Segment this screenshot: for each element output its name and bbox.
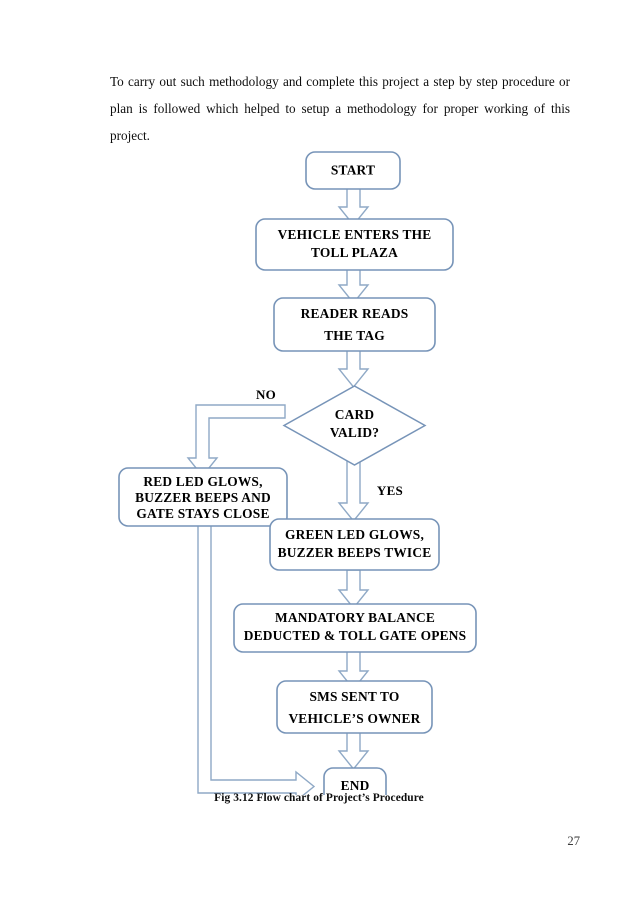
node-card-valid-shape xyxy=(282,385,427,466)
node-mandatory-balance[interactable]: MANDATORY BALANCE DEDUCTED & TOLL GATE O… xyxy=(233,603,477,653)
node-card-valid-label-line1: CARD xyxy=(335,407,375,422)
node-vehicle-enters-label-line2: TOLL PLAZA xyxy=(311,245,398,260)
node-vehicle-enters-label-line1: VEHICLE ENTERS THE xyxy=(278,227,432,242)
arrow-decision-no-to-red-led xyxy=(186,404,286,478)
node-reader-reads-label-line2: THE TAG xyxy=(324,328,385,343)
node-card-valid-label-line2: VALID? xyxy=(330,425,379,440)
paragraph-text: To carry out such methodology and comple… xyxy=(110,74,570,143)
node-sms-sent[interactable]: SMS SENT TO VEHICLE’S OWNER xyxy=(276,680,433,734)
node-mandatory-balance-label-line1: MANDATORY BALANCE xyxy=(275,610,435,625)
node-red-led[interactable]: RED LED GLOWS, BUZZER BEEPS AND GATE STA… xyxy=(118,467,288,527)
node-green-led[interactable]: GREEN LED GLOWS, BUZZER BEEPS TWICE xyxy=(269,518,440,571)
arrow-sms-to-end xyxy=(337,731,370,771)
branch-label-yes: YES xyxy=(377,483,403,498)
node-green-led-label-line2: BUZZER BEEPS TWICE xyxy=(278,545,432,560)
node-green-led-label-line1: GREEN LED GLOWS, xyxy=(285,527,424,542)
node-start-label: START xyxy=(331,163,375,178)
node-red-led-shape xyxy=(118,467,288,527)
node-sms-sent-label-line1: SMS SENT TO xyxy=(309,689,399,704)
node-vehicle-enters-shape xyxy=(255,218,454,271)
figure-caption: Fig 3.12 Flow chart of Project’s Procedu… xyxy=(214,792,424,804)
arrow-balance-to-sms xyxy=(337,650,370,691)
node-end[interactable]: END xyxy=(323,767,387,795)
node-vehicle-enters[interactable]: VEHICLE ENTERS THE TOLL PLAZA xyxy=(255,218,454,271)
node-mandatory-balance-label-line2: DEDUCTED & TOLL GATE OPENS xyxy=(244,628,466,643)
page-number: 27 xyxy=(567,834,580,848)
intro-paragraph: To carry out such methodology and comple… xyxy=(110,68,570,149)
node-sms-sent-shape xyxy=(276,680,433,734)
node-reader-reads-shape xyxy=(273,297,436,352)
node-reader-reads[interactable]: READER READS THE TAG xyxy=(273,297,436,352)
node-end-shape xyxy=(323,767,387,795)
arrow-green-led-to-balance xyxy=(337,569,370,610)
flowchart-figure: START VEHICLE ENTERS THE TOLL PLAZA READ… xyxy=(0,135,638,795)
node-red-led-label-line1: RED LED GLOWS, xyxy=(143,474,262,489)
arrow-reader-to-decision xyxy=(337,346,370,389)
node-reader-reads-label-line1: READER READS xyxy=(301,306,409,321)
node-sms-sent-label-line2: VEHICLE’S OWNER xyxy=(288,711,420,726)
branch-label-no: NO xyxy=(256,387,276,402)
arrow-red-led-to-end xyxy=(197,517,316,795)
node-start-shape xyxy=(305,151,401,190)
node-end-label: END xyxy=(341,778,370,793)
node-mandatory-balance-shape xyxy=(233,603,477,653)
node-red-led-label-line2: BUZZER BEEPS AND xyxy=(135,490,271,505)
node-green-led-shape xyxy=(269,518,440,571)
node-card-valid-decision[interactable]: CARD VALID? xyxy=(282,385,427,466)
node-start[interactable]: START xyxy=(305,151,401,190)
node-red-led-label-line3: GATE STAYS CLOSE xyxy=(136,506,269,521)
flowchart-svg: START VEHICLE ENTERS THE TOLL PLAZA READ… xyxy=(118,151,477,795)
arrow-decision-yes-to-green-led xyxy=(337,459,370,523)
